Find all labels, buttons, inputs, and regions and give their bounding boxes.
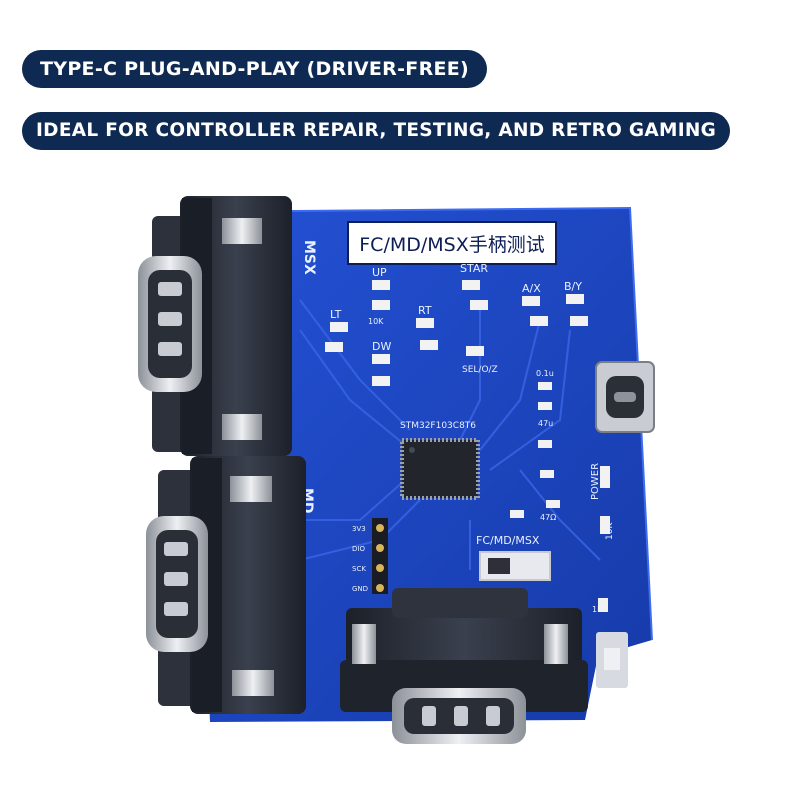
up-label: UP	[372, 266, 387, 279]
svg-text:FC/MD/MSX: FC/MD/MSX	[476, 534, 540, 547]
board-title: FC/MD/MSX手柄测试	[347, 221, 557, 265]
resistor-1k-label: 1K	[592, 605, 603, 614]
md-db9-connector	[146, 456, 306, 714]
res-47-label: 47Ω	[540, 513, 556, 522]
mode-switch: FC/MD/MSX	[476, 534, 551, 581]
svg-text:3V3: 3V3	[352, 525, 366, 533]
mcu-chip: STM32F103C8T6	[400, 421, 480, 500]
sel-label: SEL/O/Z	[462, 365, 498, 375]
star-label: STAR	[460, 262, 488, 275]
svg-text:DIO: DIO	[352, 545, 365, 553]
feature-banner-usage: IDEAL FOR CONTROLLER REPAIR, TESTING, AN…	[22, 112, 731, 150]
lt-label: LT	[330, 308, 342, 321]
power-section: POWER 10K	[590, 463, 615, 540]
usb-c-port	[595, 361, 655, 433]
button-indicators: UP STAR A/X B/Y LT RT DW SEL/O/Z	[325, 262, 588, 386]
msx-label: MSX	[301, 240, 317, 275]
by-label: B/Y	[564, 280, 582, 293]
dw-label: DW	[372, 340, 391, 353]
svg-text:SCK: SCK	[352, 565, 366, 573]
svg-text:FC/MD/MSX手柄测试: FC/MD/MSX手柄测试	[359, 234, 545, 256]
cap-label: 0.1u	[536, 369, 554, 378]
resistor-label: 10K	[368, 317, 384, 326]
feature-banner-type-c: TYPE-C PLUG-AND-PLAY (DRIVER-FREE)	[22, 50, 488, 88]
svg-text:STM32F103C8T6: STM32F103C8T6	[400, 421, 476, 431]
inductor-label: 47u	[538, 419, 553, 428]
rt-label: RT	[418, 304, 432, 317]
debug-header: 3V3 DIO SCK GND	[352, 518, 388, 594]
fc-db9-connector	[340, 588, 588, 744]
ax-label: A/X	[522, 282, 541, 295]
msx-db9-connector	[138, 196, 292, 456]
svg-text:GND: GND	[352, 585, 368, 593]
svg-text:POWER: POWER	[590, 463, 601, 500]
reset-button	[596, 632, 628, 688]
